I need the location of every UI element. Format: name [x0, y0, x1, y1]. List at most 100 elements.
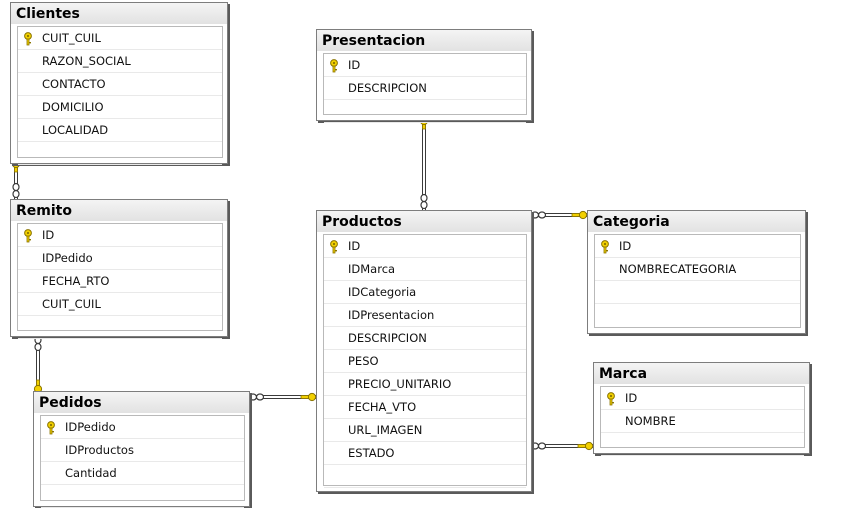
column-name: IDPresentacion — [348, 308, 435, 322]
table-title: Pedidos — [34, 392, 249, 413]
column-row[interactable]: LOCALIDAD — [18, 119, 222, 142]
column-row[interactable]: FECHA_RTO — [18, 270, 222, 293]
table-title: Remito — [11, 200, 227, 221]
column-name: RAZON_SOCIAL — [42, 54, 131, 68]
column-row[interactable]: DOMICILIO — [18, 96, 222, 119]
primary-key-icon — [23, 31, 33, 46]
column-row[interactable]: DESCRIPCION — [324, 77, 526, 100]
column-name: IDProductos — [65, 443, 134, 457]
column-row[interactable]: ID — [601, 387, 804, 410]
relationship-pedidos-productos[interactable] — [248, 392, 317, 402]
primary-key-icon — [329, 239, 339, 254]
column-name: ESTADO — [348, 446, 395, 460]
relationship-productos-marca[interactable] — [530, 441, 594, 451]
column-row[interactable]: URL_IMAGEN — [324, 419, 526, 442]
column-row[interactable]: CONTACTO — [18, 73, 222, 96]
column-row[interactable]: ID — [324, 54, 526, 77]
column-row[interactable]: NOMBRE — [601, 410, 804, 433]
column-row[interactable]: ID — [18, 224, 222, 247]
column-name: IDCategoria — [348, 285, 417, 299]
column-row-empty — [324, 465, 526, 488]
column-row[interactable]: DESCRIPCION — [324, 327, 526, 350]
many-end-infinity-icon — [248, 393, 265, 401]
column-name: CONTACTO — [42, 77, 106, 91]
column-name: ID — [625, 391, 638, 405]
relationship-productos-presentacion[interactable] — [419, 116, 429, 210]
many-end-infinity-icon — [530, 211, 547, 219]
column-name: LOCALIDAD — [42, 123, 109, 137]
column-name: IDPedido — [65, 420, 116, 434]
many-end-infinity-icon — [530, 442, 547, 450]
column-row[interactable]: CUIT_CUIL — [18, 293, 222, 316]
one-end-key-icon — [571, 210, 588, 220]
column-name: CUIT_CUIL — [42, 31, 101, 45]
column-row[interactable]: CUIT_CUIL — [18, 27, 222, 50]
column-name: ID — [619, 239, 632, 253]
column-row[interactable]: ID — [324, 235, 526, 258]
column-row-empty — [41, 485, 244, 508]
column-name: ID — [42, 228, 55, 242]
column-name: NOMBRE — [625, 414, 676, 428]
column-row[interactable]: PESO — [324, 350, 526, 373]
column-row-empty — [18, 316, 222, 339]
column-row[interactable]: IDPresentacion — [324, 304, 526, 327]
primary-key-icon — [23, 228, 33, 243]
relationship-remito-clientes[interactable] — [11, 159, 21, 199]
column-row[interactable]: IDPedido — [41, 416, 244, 439]
primary-key-icon — [329, 58, 339, 73]
column-name: ID — [348, 239, 361, 253]
column-name: NOMBRECATEGORIA — [619, 262, 737, 276]
column-name: ID — [348, 58, 361, 72]
one-end-key-icon — [577, 441, 594, 451]
column-row-empty — [595, 281, 800, 304]
relationship-productos-categoria[interactable] — [530, 210, 588, 220]
column-row[interactable]: RAZON_SOCIAL — [18, 50, 222, 73]
many-end-infinity-icon — [12, 182, 20, 199]
column-name: IDPedido — [42, 251, 93, 265]
column-row[interactable]: Cantidad — [41, 462, 244, 485]
many-end-infinity-icon — [420, 193, 428, 210]
column-list: ID DESCRIPCION — [323, 53, 527, 123]
column-name: FECHA_RTO — [42, 274, 110, 288]
one-end-key-icon — [33, 379, 43, 394]
column-row[interactable]: IDProductos — [41, 439, 244, 462]
column-name: DOMICILIO — [42, 100, 104, 114]
column-row[interactable]: ESTADO — [324, 442, 526, 465]
column-name: DESCRIPCION — [348, 331, 427, 345]
column-row[interactable]: NOMBRECATEGORIA — [595, 258, 800, 281]
column-name: PESO — [348, 354, 379, 368]
column-name: FECHA_VTO — [348, 400, 417, 414]
column-row[interactable]: PRECIO_UNITARIO — [324, 373, 526, 396]
column-row[interactable]: ID — [595, 235, 800, 258]
column-row-empty — [18, 142, 222, 165]
table-title: Marca — [594, 363, 809, 384]
table-title: Presentacion — [317, 30, 531, 51]
primary-key-icon — [46, 420, 56, 435]
column-row[interactable]: IDPedido — [18, 247, 222, 270]
relationship-remito-pedidos[interactable] — [33, 335, 43, 394]
column-name: URL_IMAGEN — [348, 423, 423, 437]
one-end-key-icon — [300, 392, 317, 402]
primary-key-icon — [600, 239, 610, 254]
table-title: Productos — [317, 211, 531, 232]
table-title: Clientes — [11, 3, 227, 24]
column-name: CUIT_CUIL — [42, 297, 101, 311]
column-row[interactable]: IDMarca — [324, 258, 526, 281]
column-row[interactable]: FECHA_VTO — [324, 396, 526, 419]
column-row-empty — [324, 100, 526, 123]
column-name: PRECIO_UNITARIO — [348, 377, 452, 391]
column-name: DESCRIPCION — [348, 81, 427, 95]
column-row[interactable]: IDCategoria — [324, 281, 526, 304]
